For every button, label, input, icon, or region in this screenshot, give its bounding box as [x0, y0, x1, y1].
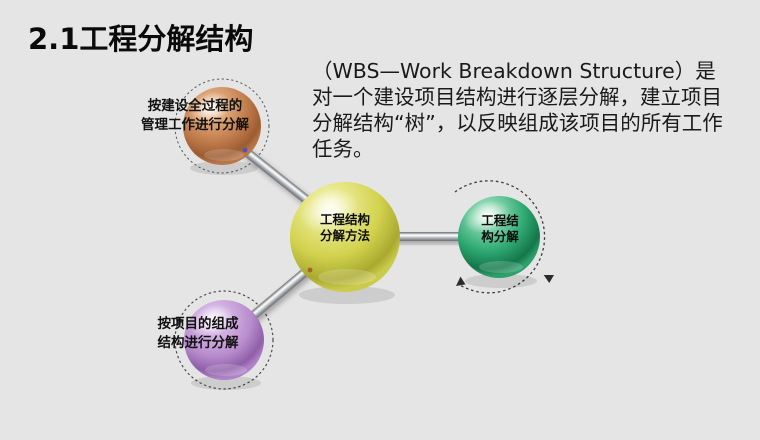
node-sphere-brown[interactable] — [183, 87, 261, 175]
node-sphere-purple[interactable] — [184, 300, 264, 390]
dashed-ring-purple — [174, 290, 274, 390]
body-paragraph: （WBS—Work Breakdown Structure）是对一个建设项目结构… — [312, 59, 723, 161]
dashed-ring-brown — [174, 78, 270, 174]
connector-tip-purple — [307, 267, 313, 273]
connector-tip-brown — [242, 147, 248, 153]
node-caption-purple: 按项目的组成 结构进行分解 — [157, 316, 239, 351]
node-caption-brown: 按建设全过程的 管理工作进行分解 — [141, 98, 249, 133]
node-label-green: 工程结 构分解 — [481, 213, 519, 244]
node-sphere-center[interactable] — [290, 182, 400, 304]
dashed-ring-green — [454, 180, 555, 294]
node-sphere-green[interactable] — [458, 195, 540, 288]
page-title: 2.1工程分解结构 — [28, 22, 254, 56]
node-label-center: 工程结构 分解方法 — [319, 212, 370, 243]
